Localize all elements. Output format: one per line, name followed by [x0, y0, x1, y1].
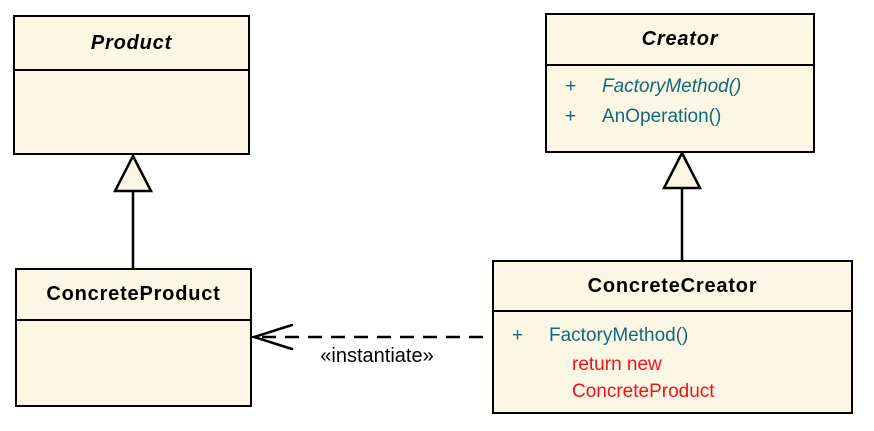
class-title-concrete-creator: ConcreteCreator — [494, 262, 851, 312]
code-annotation-line-1: return new — [572, 354, 662, 375]
class-body-concrete-creator: + FactoryMethod() return new ConcretePro… — [494, 312, 851, 405]
class-box-concrete-creator: ConcreteCreator + FactoryMethod() return… — [492, 260, 853, 414]
method-signature: AnOperation() — [602, 106, 722, 127]
class-name-concrete-product: ConcreteProduct — [46, 283, 221, 305]
class-name-concrete-creator: ConcreteCreator — [587, 274, 758, 297]
class-name-product: Product — [90, 31, 173, 54]
method-anoperation: + AnOperation() — [547, 102, 813, 132]
class-body-creator: + FactoryMethod() + AnOperation() — [547, 66, 813, 132]
method-factorymethod-concrete: + FactoryMethod() — [494, 321, 851, 351]
method-signature: FactoryMethod() — [602, 76, 742, 97]
class-box-product: Product — [13, 15, 250, 155]
class-box-concrete-product: ConcreteProduct — [15, 268, 252, 407]
generalization-arrow-creator — [661, 150, 703, 260]
generalization-arrow-product — [112, 153, 154, 268]
instantiate-edge-label: «instantiate» — [320, 345, 434, 367]
class-title-concrete-product: ConcreteProduct — [17, 270, 250, 321]
method-visibility: + — [565, 76, 577, 97]
class-title-product: Product — [15, 17, 248, 71]
method-factorymethod-abstract: + FactoryMethod() — [547, 72, 813, 102]
class-title-creator: Creator — [547, 15, 813, 66]
class-name-creator: Creator — [641, 28, 719, 50]
method-signature: FactoryMethod() — [549, 325, 689, 346]
method-visibility: + — [565, 106, 577, 127]
class-box-creator: Creator + FactoryMethod() + AnOperation(… — [545, 13, 815, 153]
code-annotation-line-2: ConcreteProduct — [572, 381, 715, 402]
method-visibility: + — [512, 325, 524, 346]
